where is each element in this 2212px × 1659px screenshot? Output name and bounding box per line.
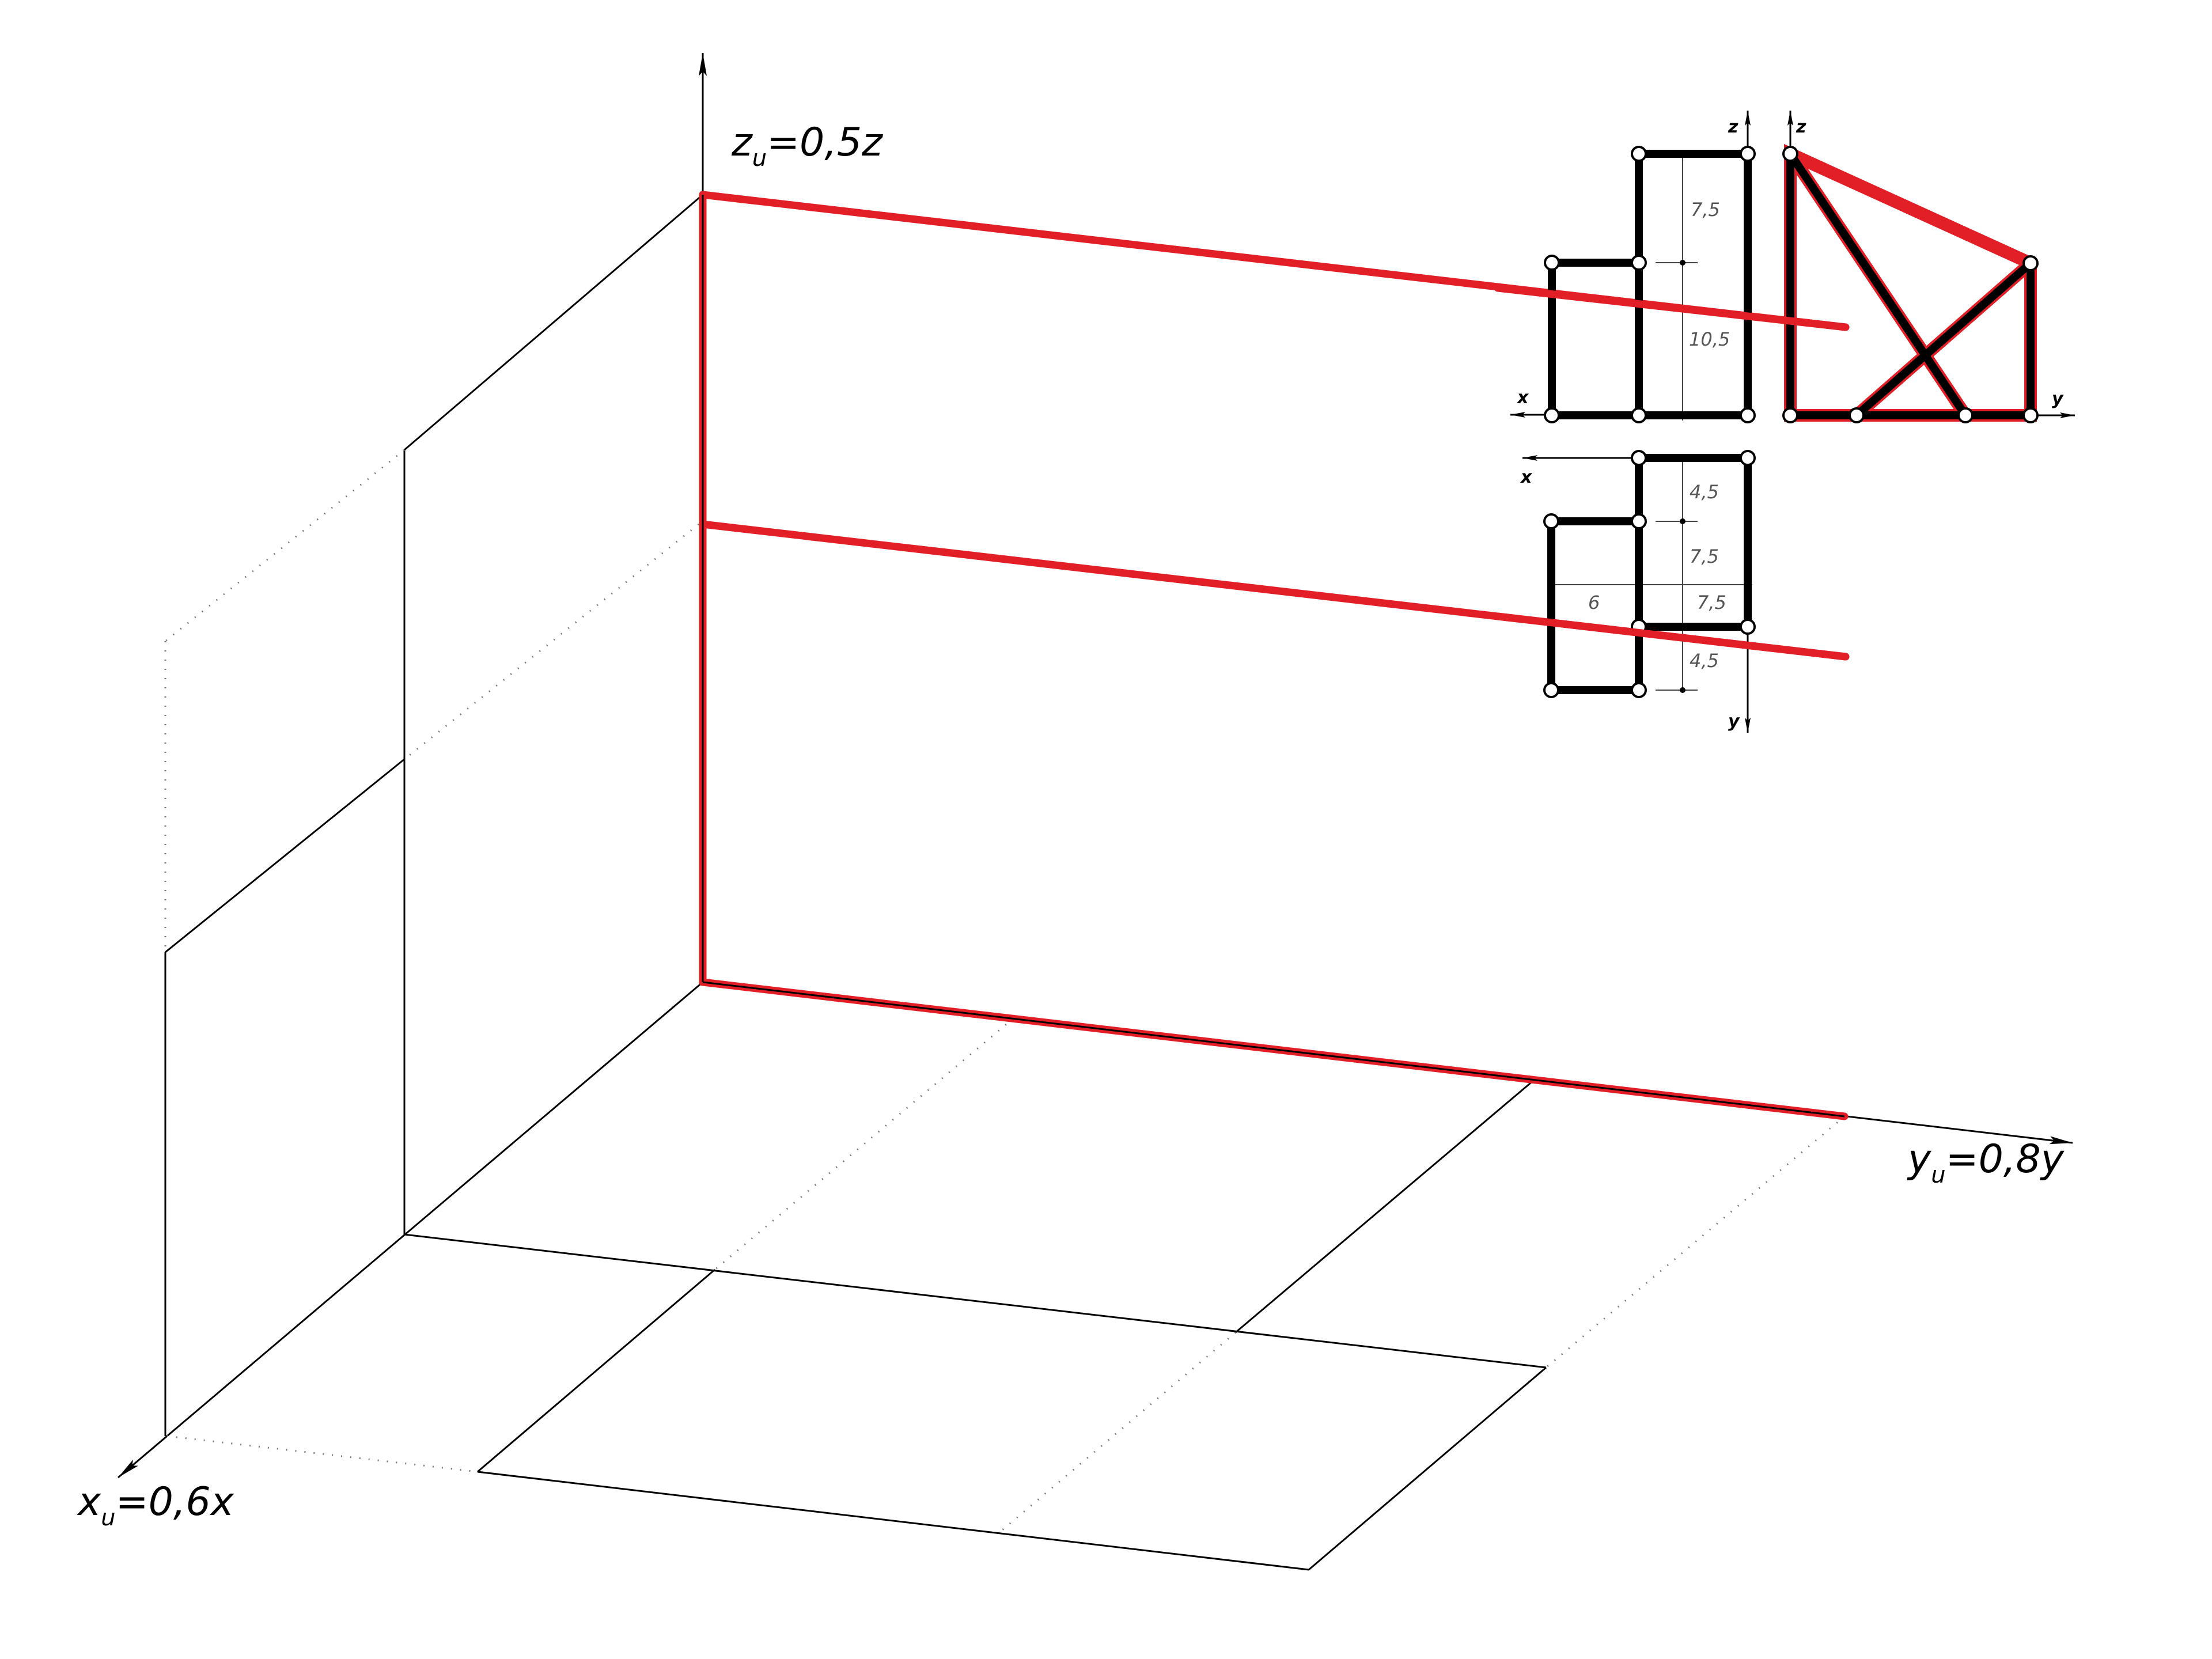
red-highlight-lines [699, 191, 1850, 1120]
floor-construction [166, 1017, 1845, 1571]
side-y-label: y [2052, 389, 2064, 409]
dim-7-5: 7,5 [1691, 199, 1720, 221]
main-axes [118, 53, 2073, 1479]
dim-10-5: 10,5 [1689, 328, 1730, 350]
side-z-label: z [1796, 117, 1806, 137]
x-axis [118, 981, 703, 1479]
dim-7-5-right: 7,5 [1697, 592, 1726, 613]
y-axis-label: yu=0,8y [1907, 1137, 2065, 1188]
dim-7-5-top: 7,5 [1690, 546, 1719, 567]
top-view: x y 4,5 7,5 4,5 6 7,5 [1520, 450, 1756, 733]
dim-4-5-bottom: 4,5 [1690, 650, 1719, 672]
dim-6: 6 [1588, 592, 1600, 613]
x-axis-label: xu=0,6x [77, 1479, 234, 1531]
front-view: x z 7,5 10,5 [1510, 111, 1756, 423]
side-view: z y [1782, 111, 2075, 423]
z-axis-label: zu=0,5z [731, 120, 883, 172]
top-x-label: x [1520, 467, 1533, 487]
red-line-top-overlay [1494, 284, 1850, 331]
top-y-label: y [1728, 711, 1740, 732]
dim-4-5-top: 4,5 [1690, 481, 1719, 503]
wall-construction [164, 194, 703, 1436]
axis-labels: zu=0,5z yu=0,8y xu=0,6x [77, 120, 2065, 1531]
red-line-middle-overlay [1494, 612, 1850, 661]
front-x-label: x [1516, 388, 1529, 408]
front-z-label: z [1728, 117, 1738, 137]
